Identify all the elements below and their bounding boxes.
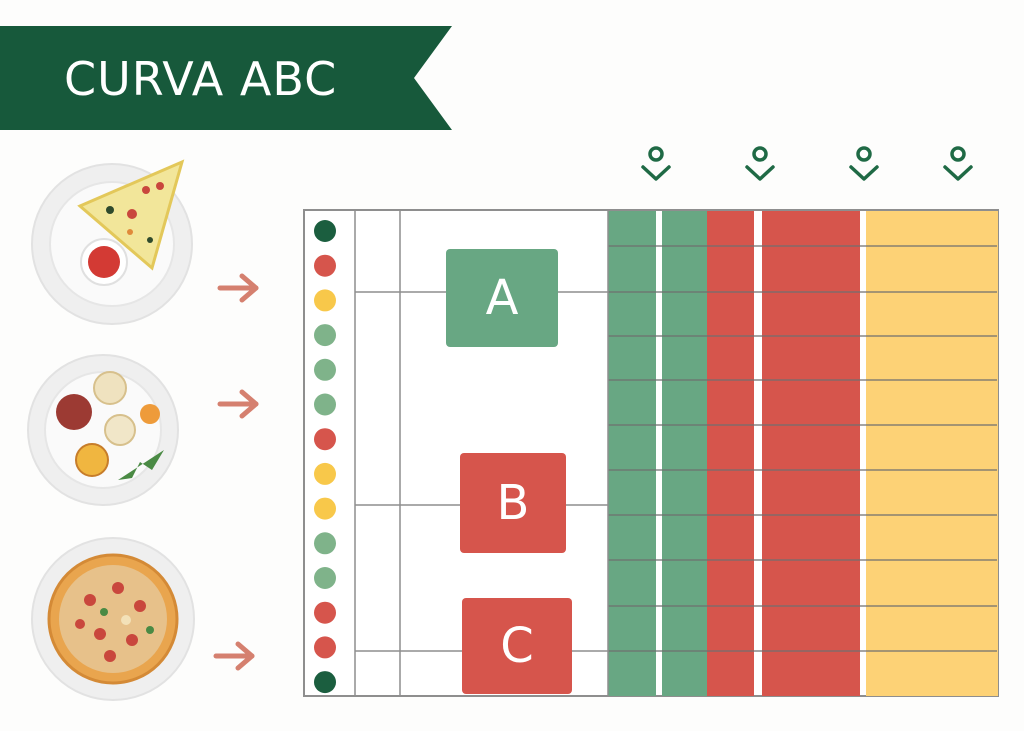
category-a-box: A <box>446 249 558 347</box>
mixed-dishes-plate-icon <box>27 354 179 506</box>
column-2 <box>662 211 707 696</box>
item-dot-6 <box>314 393 336 416</box>
item-dot-3 <box>314 289 336 312</box>
pizza-slice-plate-icon <box>31 159 193 325</box>
column-4 <box>762 211 860 696</box>
arrow-right-icon <box>213 641 255 671</box>
whole-pizza-plate-icon <box>31 537 195 701</box>
item-dot-4 <box>314 324 336 347</box>
item-dot-7 <box>314 428 336 451</box>
item-dot-5 <box>314 358 336 381</box>
title-banner <box>0 26 452 130</box>
column-1 <box>608 211 656 696</box>
item-dot-8 <box>314 462 336 485</box>
item-dot-10 <box>314 532 336 555</box>
location-pin-chevron-icon <box>745 146 775 181</box>
item-dot-2 <box>314 254 336 277</box>
item-dot-14 <box>314 671 336 694</box>
category-b-box: B <box>460 453 566 553</box>
flow-arrows <box>213 273 259 671</box>
location-pin-chevron-icon <box>943 146 973 181</box>
location-pin-chevron-icon <box>641 146 671 181</box>
column-3 <box>707 211 754 696</box>
banner-ribbon-shape <box>0 26 452 130</box>
item-dot-12 <box>314 601 336 624</box>
arrow-right-icon <box>217 389 259 419</box>
arrow-right-icon <box>217 273 259 303</box>
item-dot-13 <box>314 636 336 659</box>
category-c-box: C <box>462 598 572 694</box>
item-dot-9 <box>314 497 336 520</box>
item-dot-1 <box>314 220 336 242</box>
location-pin-chevron-icon <box>849 146 879 181</box>
page-title: CURVA ABC <box>64 52 338 106</box>
column-5 <box>866 211 998 696</box>
column-markers <box>641 146 973 181</box>
item-dot-11 <box>314 567 336 589</box>
food-plates <box>27 159 195 701</box>
